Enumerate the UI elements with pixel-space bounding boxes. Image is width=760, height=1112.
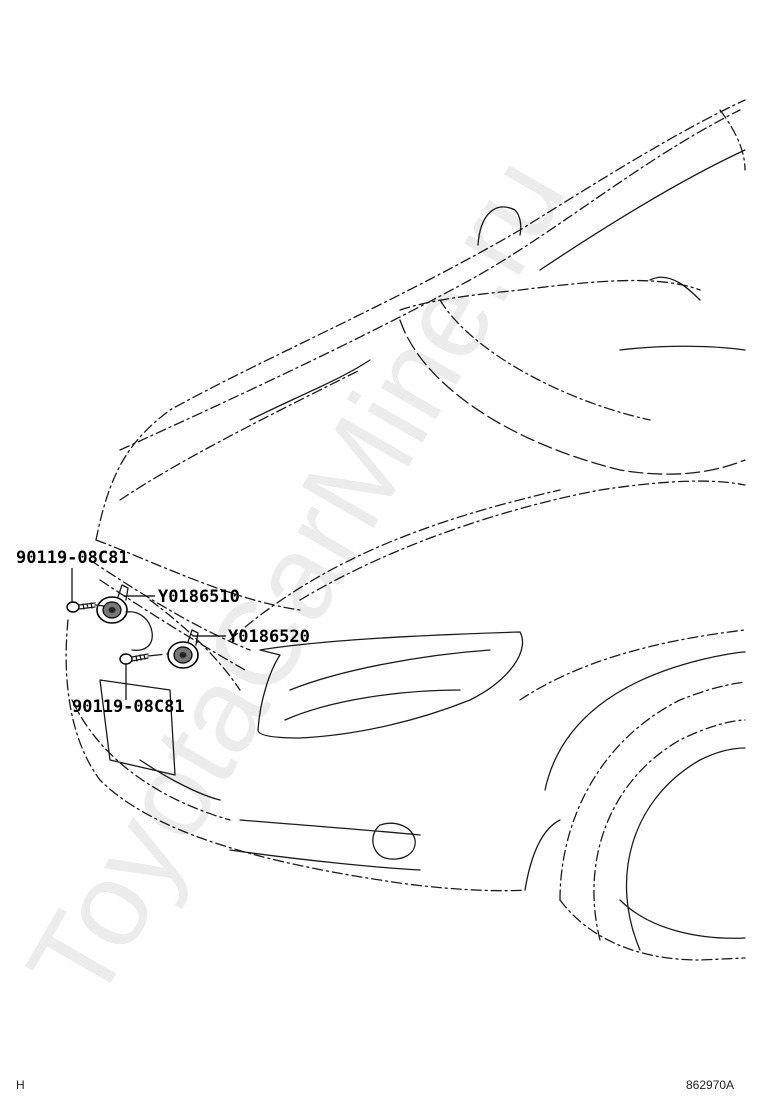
- bolt-icon: [119, 653, 149, 665]
- bolt-upper: [66, 601, 105, 613]
- callout-bolt-upper: 90119-08C81: [16, 548, 129, 568]
- callout-bolt-lower: 90119-08C81: [72, 697, 185, 717]
- horn-upper: [96, 584, 153, 651]
- callout-horn-upper: Y0186510: [158, 587, 240, 607]
- watermark: ToyotaCarMine.ru: [1, 136, 591, 1023]
- horn-lower: [167, 629, 199, 669]
- corner-mark: H: [16, 1078, 25, 1092]
- callout-horn-lower: Y0186520: [228, 627, 310, 647]
- horn-icon: [96, 584, 129, 624]
- figure-number: 862970A: [686, 1078, 734, 1092]
- vehicle-outline: [65, 99, 746, 961]
- horn-icon: [167, 629, 199, 669]
- bolt-icon: [66, 601, 96, 613]
- bolt-lower: [119, 653, 168, 665]
- leader-lines: [71, 568, 226, 700]
